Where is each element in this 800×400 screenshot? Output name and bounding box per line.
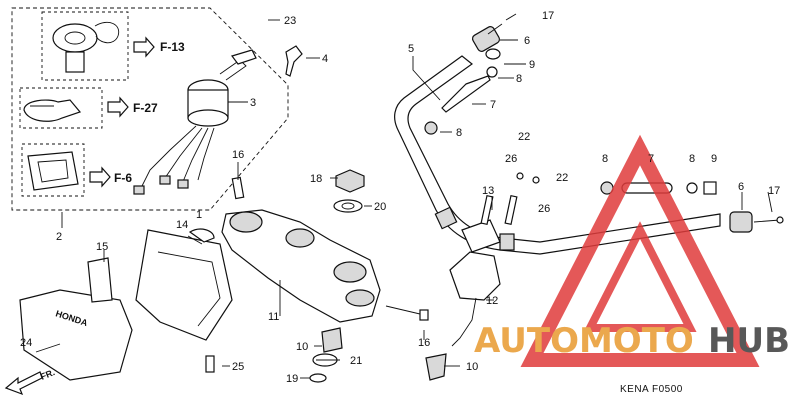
leader-lines <box>61 19 773 379</box>
callout-3: 3 <box>250 97 256 109</box>
seat-lock-box <box>19 87 103 129</box>
ref-label: F-27 <box>133 101 158 115</box>
callout-8c: 8 <box>602 153 608 165</box>
watermark: AUTOMOTO HUB <box>474 134 790 367</box>
inset-panel: F-13 F-27 F-6 <box>11 7 303 211</box>
callout-17: 17 <box>542 10 554 22</box>
handlebar-holder <box>449 194 518 347</box>
callout-14: 14 <box>176 219 188 231</box>
lock-cylinder-icon <box>52 23 98 53</box>
callout-18: 18 <box>310 173 322 185</box>
fuel-cap-box <box>21 143 85 197</box>
key-icon <box>285 45 303 77</box>
callout-9: 9 <box>529 59 535 71</box>
callout-15: 15 <box>96 241 108 253</box>
callout-13: 13 <box>482 185 494 197</box>
top-bridge <box>221 209 381 323</box>
callout-5: 5 <box>408 43 414 55</box>
callout-8b: 8 <box>456 127 462 139</box>
callout-4: 4 <box>322 53 328 65</box>
ignition-lock-box <box>41 11 129 81</box>
callout-8d: 8 <box>689 153 695 165</box>
handlebar <box>394 55 721 255</box>
callouts: 23 4 3 5 17 6 9 8 7 8 22 26 22 13 26 8 7… <box>20 10 780 385</box>
callout-9b: 9 <box>711 153 717 165</box>
callout-6b: 6 <box>738 181 744 193</box>
diagram-code: KENA F0500 <box>620 384 683 395</box>
callout-12: 12 <box>486 295 498 307</box>
callout-16: 16 <box>232 149 244 161</box>
callout-22: 22 <box>518 131 530 143</box>
callout-7: 7 <box>490 99 496 111</box>
callout-22b: 22 <box>556 172 568 184</box>
callout-6: 6 <box>524 35 530 47</box>
callout-26: 26 <box>505 153 517 165</box>
front-arrow-icon <box>4 371 43 396</box>
callout-16b: 16 <box>418 337 430 349</box>
callout-11: 11 <box>268 311 279 323</box>
watermark-word-2: HUB <box>708 321 790 361</box>
callout-8: 8 <box>516 73 522 85</box>
callout-10: 10 <box>466 361 478 373</box>
callout-2: 2 <box>56 231 62 243</box>
callout-21: 21 <box>350 355 362 367</box>
front-arrow: FR. <box>4 367 56 396</box>
callout-7b: 7 <box>648 153 654 165</box>
arrow-icon <box>133 36 155 58</box>
ignition-switch-icon <box>133 49 257 195</box>
callout-10b: 10 <box>296 341 308 353</box>
watermark-word-1: AUTOMOTO <box>474 321 694 361</box>
ref-label: F-13 <box>160 40 185 54</box>
callout-19: 19 <box>286 373 298 385</box>
callout-25: 25 <box>232 361 244 373</box>
callout-20: 20 <box>374 201 386 213</box>
arrow-icon <box>107 96 129 118</box>
callout-17b: 17 <box>768 185 780 197</box>
small-parts <box>35 169 540 383</box>
callout-26b: 26 <box>538 203 550 215</box>
meter-cover: HONDA <box>19 228 233 381</box>
callout-1: 1 <box>196 209 202 221</box>
callout-23: 23 <box>284 15 296 27</box>
triangle-logo-icon <box>520 134 760 367</box>
arrow-icon <box>89 166 111 188</box>
callout-24: 24 <box>20 337 32 349</box>
ref-label: F-6 <box>114 171 132 185</box>
left-grip-parts <box>424 13 517 135</box>
